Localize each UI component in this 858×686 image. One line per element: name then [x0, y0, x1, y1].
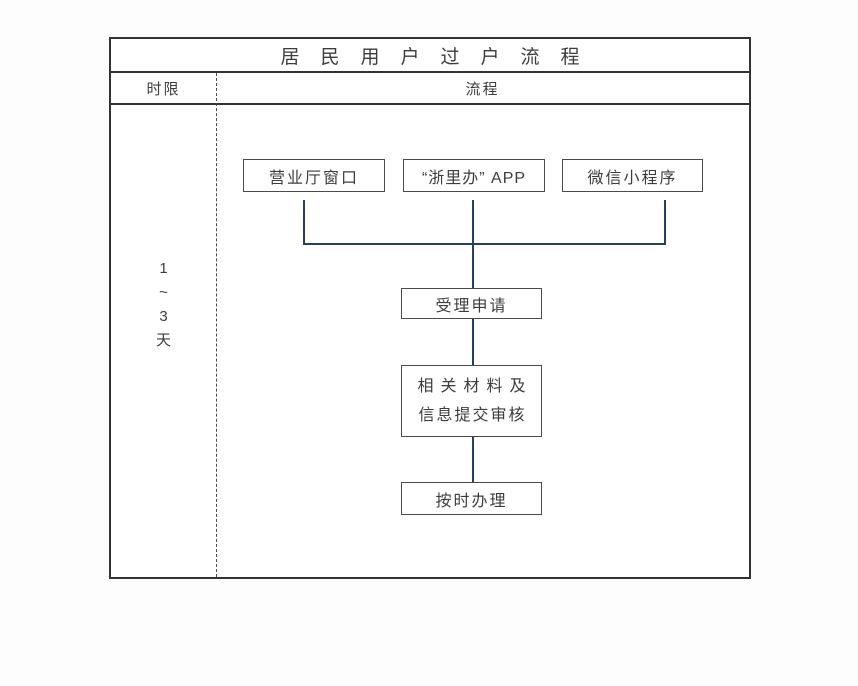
connector-line	[472, 319, 474, 365]
node-zheliban-app: “浙里办” APP	[403, 159, 545, 192]
node-materials-review-line1: 相关材料及	[417, 378, 533, 395]
connector-line	[303, 200, 305, 245]
node-service-hall-window: 营业厅窗口	[243, 159, 385, 192]
connector-merge-line	[303, 243, 666, 245]
page-title: 居民用户过户流程	[280, 46, 601, 68]
column-divider-dashed-line	[216, 73, 217, 577]
time-limit-char: ~	[159, 284, 168, 301]
node-materials-review: 相关材料及 信息提交审核	[401, 365, 542, 437]
connector-line	[472, 200, 474, 245]
connector-line	[472, 437, 474, 482]
time-limit-char: 1	[159, 260, 168, 277]
title-row: 居民用户过户流程	[111, 39, 749, 73]
connector-line	[664, 200, 666, 245]
node-accept-application: 受理申请	[401, 288, 542, 319]
connector-line	[472, 245, 474, 288]
column-header-process: 流程	[465, 80, 500, 98]
time-limit-value: 1 ~ 3 天	[111, 257, 216, 353]
column-header-time-limit: 时限	[146, 80, 181, 98]
table-header-row: 时限 流程	[111, 73, 749, 105]
flowchart-frame: 居民用户过户流程 时限 流程 1 ~ 3 天 营业厅窗口 “浙里办” APP 微…	[109, 37, 751, 579]
time-limit-char: 天	[155, 332, 171, 349]
node-handle-on-time: 按时办理	[401, 482, 542, 515]
node-wechat-mini-program: 微信小程序	[562, 159, 703, 192]
time-limit-char: 3	[159, 308, 168, 325]
node-materials-review-line2: 信息提交审核	[418, 407, 527, 424]
